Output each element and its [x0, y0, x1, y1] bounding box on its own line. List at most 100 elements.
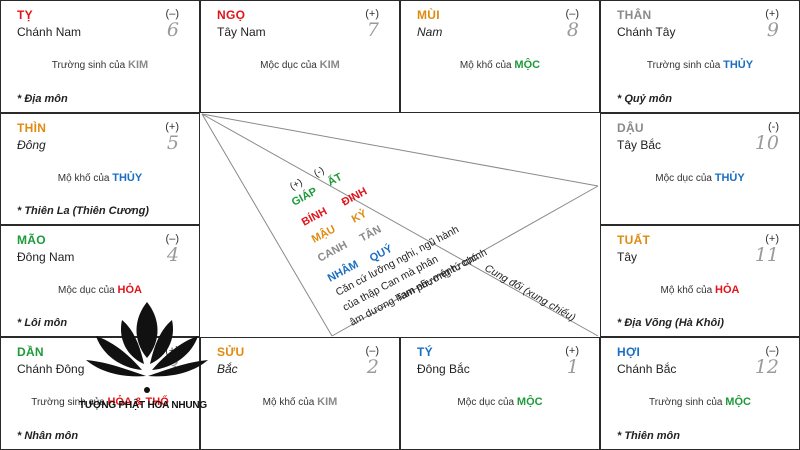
palace-direction: Chánh Bắc — [617, 362, 677, 376]
line-to-dau — [201, 113, 599, 187]
palace-phase: Mộ khố của THỦY — [1, 172, 199, 184]
palace-name: DẦN — [17, 345, 44, 359]
palace-phase: Trường sinh của HỎA & THỔ — [1, 396, 199, 408]
palace-phase: Trường sinh của MỘC — [601, 396, 799, 408]
palace-tuat: TUẤT (+) Tây 11 Mộ khố của HỎA * Địa Võng (Hà… — [600, 225, 800, 337]
phase-element: MỘC — [516, 396, 543, 408]
palace-name: THÌN — [17, 121, 47, 135]
phase-prefix: Mộ khố của — [57, 173, 110, 184]
phase-element: THỦY — [714, 172, 745, 184]
phase-prefix: Mộ khố của — [459, 60, 512, 71]
lotus-logo — [86, 302, 208, 393]
palace-name: TUẤT — [617, 233, 651, 247]
line-to-suu-corner — [201, 113, 333, 337]
palace-number: 10 — [754, 132, 779, 154]
palace-number: 4 — [166, 244, 179, 266]
palace-direction: Chánh Đông — [17, 362, 85, 376]
palace-gate: * Thiên La (Thiên Cương) — [17, 205, 149, 217]
phase-element: HỎA — [117, 284, 142, 296]
palace-sign: (+) — [765, 233, 779, 245]
palace-name: HỢI — [617, 345, 641, 359]
palace-name: NGỌ — [217, 8, 246, 22]
palace-sign: (–) — [165, 8, 179, 20]
phase-prefix: Mộc dục của — [655, 173, 712, 184]
palace-gate: * Thiên môn — [617, 430, 680, 442]
palace-name: SỬU — [217, 345, 245, 359]
stem-at: ẤT — [325, 170, 344, 188]
palace-name: THÂN — [617, 8, 652, 22]
palace-phase: Mộ khố của HỎA — [601, 284, 799, 296]
cung-doi-label: Cung đối (xung chiếu) — [483, 262, 578, 324]
palace-number: 7 — [366, 19, 379, 41]
palace-name: MÃO — [17, 233, 46, 247]
phase-prefix: Mộc dục của — [260, 60, 317, 71]
phase-element: KIM — [317, 396, 338, 408]
palace-number: 11 — [754, 244, 779, 266]
palace-number: 2 — [366, 356, 379, 378]
palace-phase: Mộc dục của THỦY — [601, 172, 799, 184]
palace-number: 1 — [566, 356, 579, 378]
palace-sign: (+) — [765, 8, 779, 20]
palace-phase: Trường sinh của THỦY — [601, 59, 799, 71]
phase-element: HỎA — [715, 284, 740, 296]
phase-prefix: Mộ khố của — [262, 397, 315, 408]
palace-direction: Đông Nam — [17, 250, 75, 264]
palace-thin: THÌN (+) Đông 5 Mộ khố của THỦY * Thiên La (T… — [0, 113, 200, 225]
phase-prefix: Mộc dục của — [457, 397, 515, 408]
stem-binh: BÍNH — [299, 205, 329, 229]
phase-element: MỘC — [725, 396, 751, 408]
center-sign-plus: (+) — [288, 177, 304, 193]
palace-name: TÝ — [417, 345, 433, 359]
palace-phase: Mộc dục của HỎA — [1, 284, 199, 296]
phase-prefix: Mộc dục của — [58, 285, 115, 296]
palace-direction: Đông Bắc — [417, 362, 470, 376]
phase-prefix: Mộ khố của — [660, 285, 713, 296]
palace-direction: Chánh Tây — [617, 25, 676, 39]
stem-ky: KỶ — [349, 207, 369, 226]
palace-number: 9 — [766, 19, 779, 41]
phase-element: MỘC — [514, 59, 541, 71]
palace-name: MÙI — [417, 8, 440, 22]
phase-element: THỦY — [112, 172, 143, 184]
palace-number: 5 — [166, 132, 179, 154]
stem-mau: MẬU — [309, 222, 337, 245]
line-to-ty-rat-corner — [201, 113, 599, 337]
palace-sign: (+) — [365, 8, 379, 20]
palace-name: DẬU — [617, 121, 644, 135]
palace-sign: (–) — [165, 233, 179, 245]
phase-element: KIM — [319, 59, 340, 71]
palace-sign: (–) — [565, 8, 579, 20]
palace-sign: (–) — [765, 345, 779, 357]
center-text-group: (+) (-) GIÁP ẤT BÍNH ĐINH MẬU KỶ CANH TÂ… — [288, 165, 577, 328]
palace-sign: (+) — [165, 121, 179, 133]
palace-direction: Đông — [17, 138, 46, 152]
phase-prefix: Trường sinh của — [31, 397, 105, 408]
center-note: Căn cứ lưỡng nghi, ngũ hành của thập Can… — [334, 223, 482, 328]
stem-tan: TÂN — [357, 223, 383, 245]
palace-sign: (-) — [768, 121, 779, 133]
palace-phase: Mộ khố của MỘC — [401, 59, 599, 71]
palace-phase: Mộc dục của MỘC — [401, 396, 599, 408]
palace-phase: Mộ khố của KIM — [201, 396, 399, 408]
phase-prefix: Trường sinh của — [649, 397, 723, 408]
palace-gate: * Địa Võng (Hà Khôi) — [617, 317, 724, 329]
palace-gate: * Địa môn — [17, 93, 68, 105]
stem-canh: CANH — [316, 239, 350, 265]
palace-direction: Nam — [417, 25, 443, 39]
palace-number: 12 — [754, 356, 779, 378]
palace-gate: * Nhân môn — [17, 430, 79, 442]
palace-sign: (+) — [565, 345, 579, 357]
palace-gate: * Quỷ môn — [617, 93, 673, 105]
palace-direction: Chánh Nam — [17, 25, 82, 39]
phase-prefix: Trường sinh của — [51, 60, 126, 71]
palace-name: TỴ — [17, 8, 33, 22]
palace-direction: Tây — [617, 250, 638, 264]
palace-sign: (–) — [365, 345, 379, 357]
